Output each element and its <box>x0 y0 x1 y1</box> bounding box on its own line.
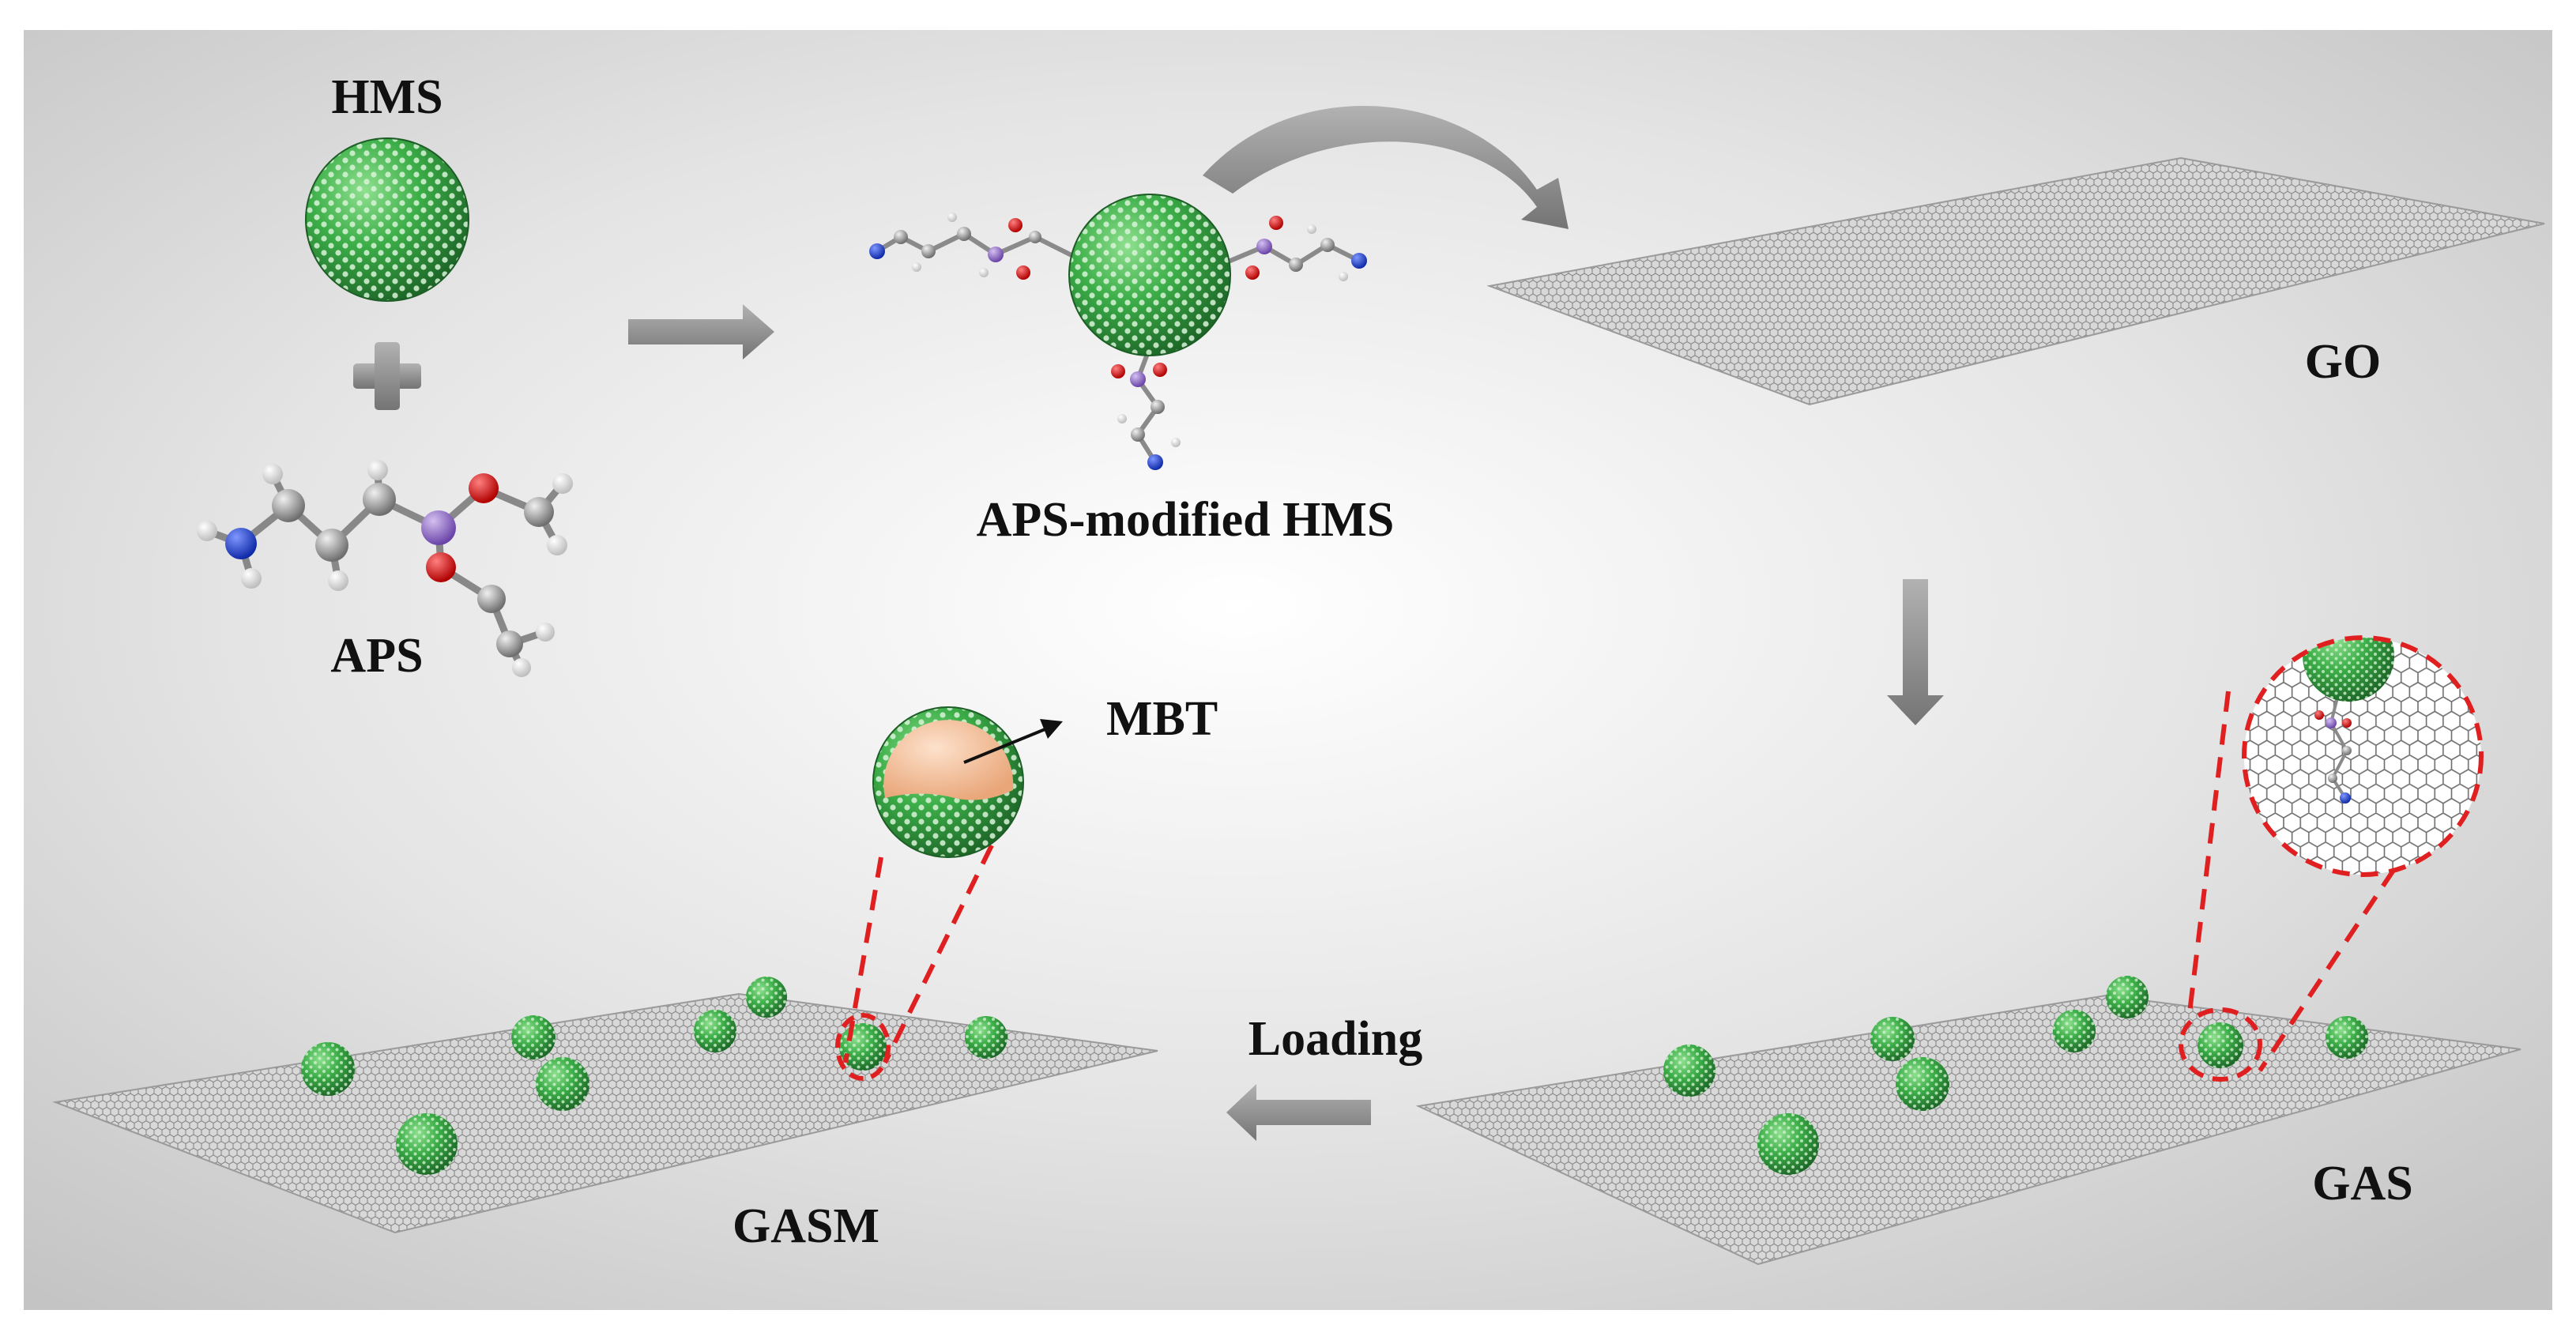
gasm-sphere-icon <box>536 1057 589 1111</box>
mbt-pointer-arrow-icon <box>963 719 1063 764</box>
hms-sphere-icon <box>305 137 469 302</box>
aps-modified-hms-sphere-icon <box>1068 194 1231 356</box>
plus-icon <box>353 342 421 410</box>
gasm-sphere-icon <box>301 1042 355 1096</box>
gas-sphere-icon <box>1870 1017 1915 1061</box>
aps-label: APS <box>330 629 423 683</box>
process-arrow-right-icon <box>628 304 774 359</box>
gas-spheres <box>1663 976 2368 1175</box>
gasm-sphere-icon <box>694 1010 736 1052</box>
gasm-spheres <box>301 977 1007 1175</box>
gas-sphere-icon <box>2198 1022 2243 1068</box>
gasm-label: GASM <box>733 1199 879 1253</box>
gas-label: GAS <box>2312 1157 2412 1210</box>
gasm-sphere-icon <box>396 1113 458 1175</box>
gasm-sphere-icon <box>746 977 787 1018</box>
gasm-sphere-icon <box>965 1016 1007 1059</box>
loading-label: Loading <box>1248 1012 1423 1066</box>
gas-sphere-icon <box>2106 976 2149 1018</box>
gas-zoom-callout <box>2179 635 2484 1082</box>
go-label: GO <box>2305 335 2381 389</box>
process-arrow-curved-icon <box>1203 105 1569 229</box>
gasm-sphere-icon <box>839 1023 887 1071</box>
gas-sphere-icon <box>1757 1113 1819 1175</box>
process-arrow-down-icon <box>1887 579 1944 725</box>
gasm-zoom-callout <box>835 706 1024 1081</box>
gas-sphere-icon <box>2053 1010 2096 1052</box>
aps-modified-hms-label: APS-modified HMS <box>977 493 1395 547</box>
go-sheet-icon <box>1486 156 2545 406</box>
aps-molecule-icon <box>197 460 573 677</box>
gasm-sphere-icon <box>511 1015 555 1060</box>
mbt-loaded-sphere-icon <box>872 706 1024 858</box>
mbt-label: MBT <box>1106 692 1218 746</box>
hms-label: HMS <box>331 70 443 124</box>
process-arrow-left-icon <box>1226 1084 1371 1141</box>
gas-sphere-icon <box>1663 1045 1715 1097</box>
gas-sphere-icon <box>2326 1016 2368 1059</box>
gas-sphere-icon <box>1896 1057 1949 1111</box>
aps-chains-icon <box>869 213 1367 470</box>
